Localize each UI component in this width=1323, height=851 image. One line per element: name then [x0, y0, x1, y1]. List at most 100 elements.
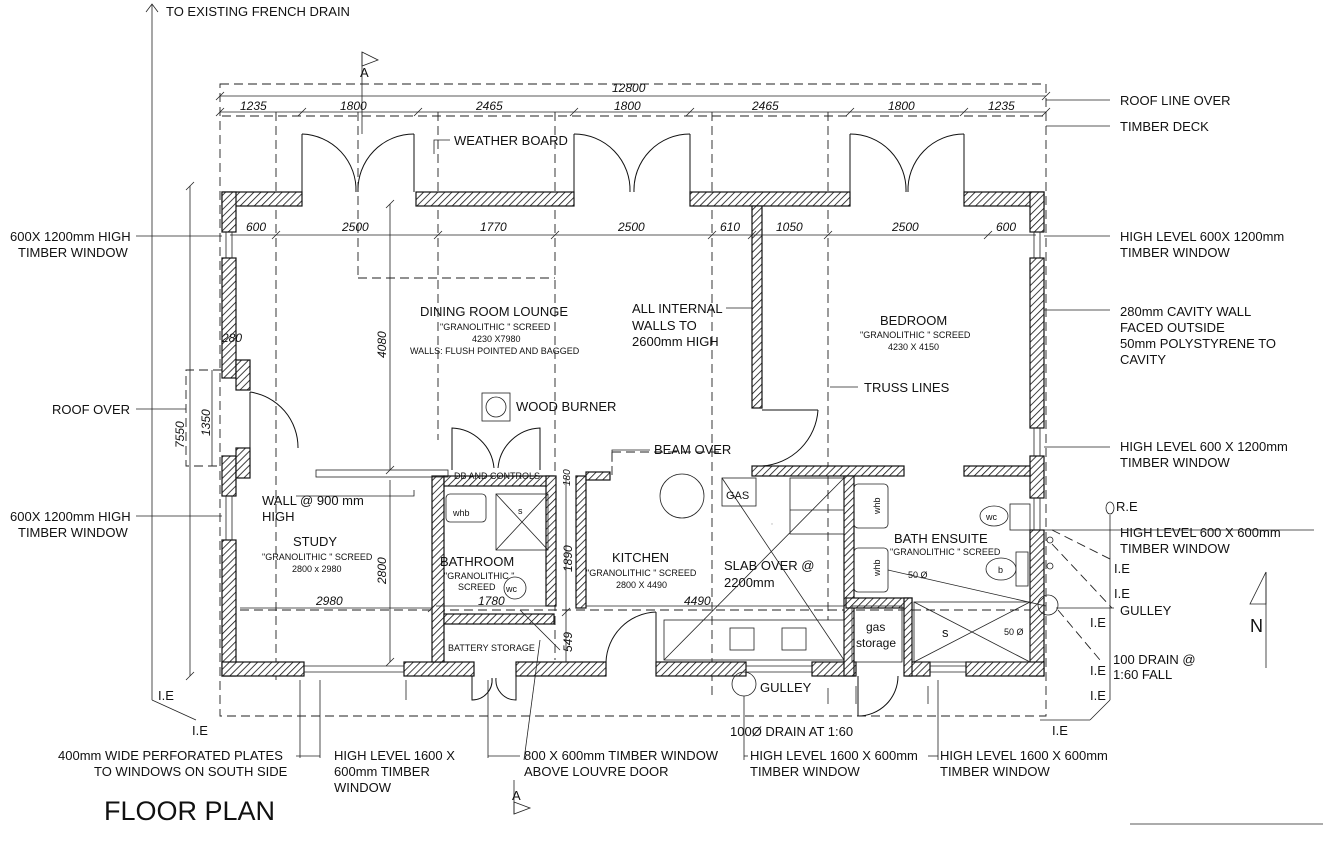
label-hl-window-1b: 600mm TIMBER [334, 764, 430, 779]
room-kitchen-size: 2800 X 4490 [616, 580, 667, 590]
dim-overall: 12800 [612, 81, 646, 95]
label-ie-4: I.E [1090, 663, 1106, 678]
label-right-window-3: HIGH LEVEL 600 X 600mm [1120, 525, 1281, 540]
dim-inner-4: 2500 [617, 220, 645, 234]
label-hl-window-3a: HIGH LEVEL 1600 X 600mm [940, 748, 1108, 763]
dim-280: 280 [221, 331, 242, 345]
room-bathroom-finish: "GRANOLITHIC " [444, 571, 514, 581]
label-cavity-wall-2: FACED OUTSIDE [1120, 320, 1225, 335]
label-drain-100-a: 100 DRAIN @ [1113, 652, 1196, 667]
label-ie-6: I.E [1052, 723, 1068, 738]
room-dining-name: DINING ROOM LOUNGE [420, 304, 568, 319]
room-bedroom-name: BEDROOM [880, 313, 947, 328]
label-left-window-bottom: 600X 1200mm HIGH [10, 509, 131, 524]
label-ie-8: I.E [192, 723, 208, 738]
room-dining-walls: WALLS: FLUSH POINTED AND BAGGED [410, 346, 580, 356]
label-re: R.E [1116, 499, 1138, 514]
bottom-leaders [296, 755, 938, 757]
fixture-diam-1: 50 Ø [908, 570, 928, 580]
dim-top-2: 1800 [340, 99, 367, 113]
dim-inner-5: 610 [720, 220, 740, 234]
dim-top-7: 1235 [988, 99, 1015, 113]
label-right-window-1b: TIMBER WINDOW [1120, 245, 1230, 260]
label-hl-window-1c: WINDOW [334, 780, 392, 795]
north-arrow [1249, 571, 1267, 668]
label-right-window-2: HIGH LEVEL 600 X 1200mm [1120, 439, 1288, 454]
dimension-lines [151, 20, 1111, 721]
section-label-bottom: A [512, 788, 521, 803]
label-right-window-3b: TIMBER WINDOW [1120, 541, 1230, 556]
fixture-diam-2: 50 Ø [1004, 627, 1024, 637]
kitchen-fittings [659, 473, 903, 697]
room-kitchen-finish: "GRANOLITHIC " SCREED [586, 568, 697, 578]
label-hl-window-2b: TIMBER WINDOW [750, 764, 860, 779]
label-timber-deck: TIMBER DECK [1120, 119, 1209, 134]
label-db-controls: DB AND CONTROLS [454, 471, 540, 481]
fixture-shower-bathroom: s [518, 506, 523, 516]
dim-2800: 2800 [375, 557, 389, 585]
french-drain-arrow [145, 3, 159, 20]
label-louvre-2: ABOVE LOUVRE DOOR [524, 764, 668, 779]
label-ie-1: I.E [1114, 561, 1130, 576]
dim-inner-1: 600 [246, 220, 266, 234]
label-slab-over-2: 2200mm [724, 575, 775, 590]
drainage-lines [519, 501, 1115, 761]
label-roof-line-over: ROOF LINE OVER [1120, 93, 1231, 108]
label-louvre-1: 800 X 600mm TIMBER WINDOW [524, 748, 719, 763]
label-drain-bottom: 100Ø DRAIN AT 1:60 [730, 724, 853, 739]
fixture-whb-bathroom: whb [452, 508, 470, 518]
window-openings [225, 232, 1041, 673]
room-bathroom-finish-2: SCREED [458, 582, 496, 592]
fixture-wc-ensuite: wc [985, 512, 997, 522]
label-hl-window-1a: HIGH LEVEL 1600 X [334, 748, 455, 763]
section-label-top: A [360, 65, 369, 80]
leader-lines [136, 99, 1314, 758]
label-wall-900-1: WALL @ 900 mm [262, 493, 364, 508]
fixture-bath: b [998, 565, 1003, 575]
annotations: TO EXISTING FRENCH DRAIN A ROOF LINE OVE… [10, 4, 1288, 826]
dim-1780: 1780 [478, 594, 505, 608]
room-dining-size: 4230 X7980 [472, 334, 521, 344]
dim-180: 180 [562, 469, 573, 486]
label-internal-walls-3: 2600mm HIGH [632, 334, 719, 349]
dim-inner-3: 1770 [480, 220, 507, 234]
top-french-doors [301, 133, 965, 193]
dim-top-1: 1235 [240, 99, 267, 113]
fixture-wc-bathroom: wc [505, 584, 517, 594]
interior-walls [315, 205, 1031, 677]
label-left-window-bottom-2: TIMBER WINDOW [18, 525, 128, 540]
label-wood-burner: WOOD BURNER [516, 399, 616, 414]
label-ie-3: I.E [1090, 615, 1106, 630]
label-beam-over: BEAM OVER [654, 442, 731, 457]
room-ensuite-name: BATH ENSUITE [894, 531, 988, 546]
section-marker-top [361, 51, 379, 134]
dim-inner-2: 2500 [341, 220, 369, 234]
label-ie-5: I.E [1090, 688, 1106, 703]
roof-over-outline [185, 369, 222, 467]
roof-line-outline [219, 83, 1047, 717]
room-kitchen-name: KITCHEN [612, 550, 669, 565]
label-truss-lines: TRUSS LINES [864, 380, 950, 395]
label-ie-7: I.E [158, 688, 174, 703]
room-study-size: 2800 x 2980 [292, 564, 342, 574]
drawing-title: FLOOR PLAN [104, 796, 275, 826]
label-slab-over-1: SLAB OVER @ [724, 558, 815, 573]
room-bathroom-name: BATHROOM [440, 554, 514, 569]
label-perforated-2: TO WINDOWS ON SOUTH SIDE [94, 764, 288, 779]
bathroom-fittings [445, 483, 1059, 663]
dim-inner-8: 600 [996, 220, 1016, 234]
label-drain-100-b: 1:60 FALL [1113, 667, 1172, 682]
fixture-whb-ensuite-2: whb [872, 559, 882, 577]
dim-7550: 7550 [173, 421, 187, 448]
dim-4080: 4080 [375, 331, 389, 358]
interior-doors [249, 391, 899, 717]
label-left-window-top: 600X 1200mm HIGH [10, 229, 131, 244]
label-hl-window-3b: TIMBER WINDOW [940, 764, 1050, 779]
label-internal-walls-2: WALLS TO [632, 318, 697, 333]
dim-4490: 4490 [684, 594, 711, 608]
label-gas-storage-1: gas [866, 620, 885, 634]
label-gas: GAS [726, 490, 749, 502]
north-label: N [1250, 616, 1263, 636]
dim-top-6: 1800 [888, 99, 915, 113]
